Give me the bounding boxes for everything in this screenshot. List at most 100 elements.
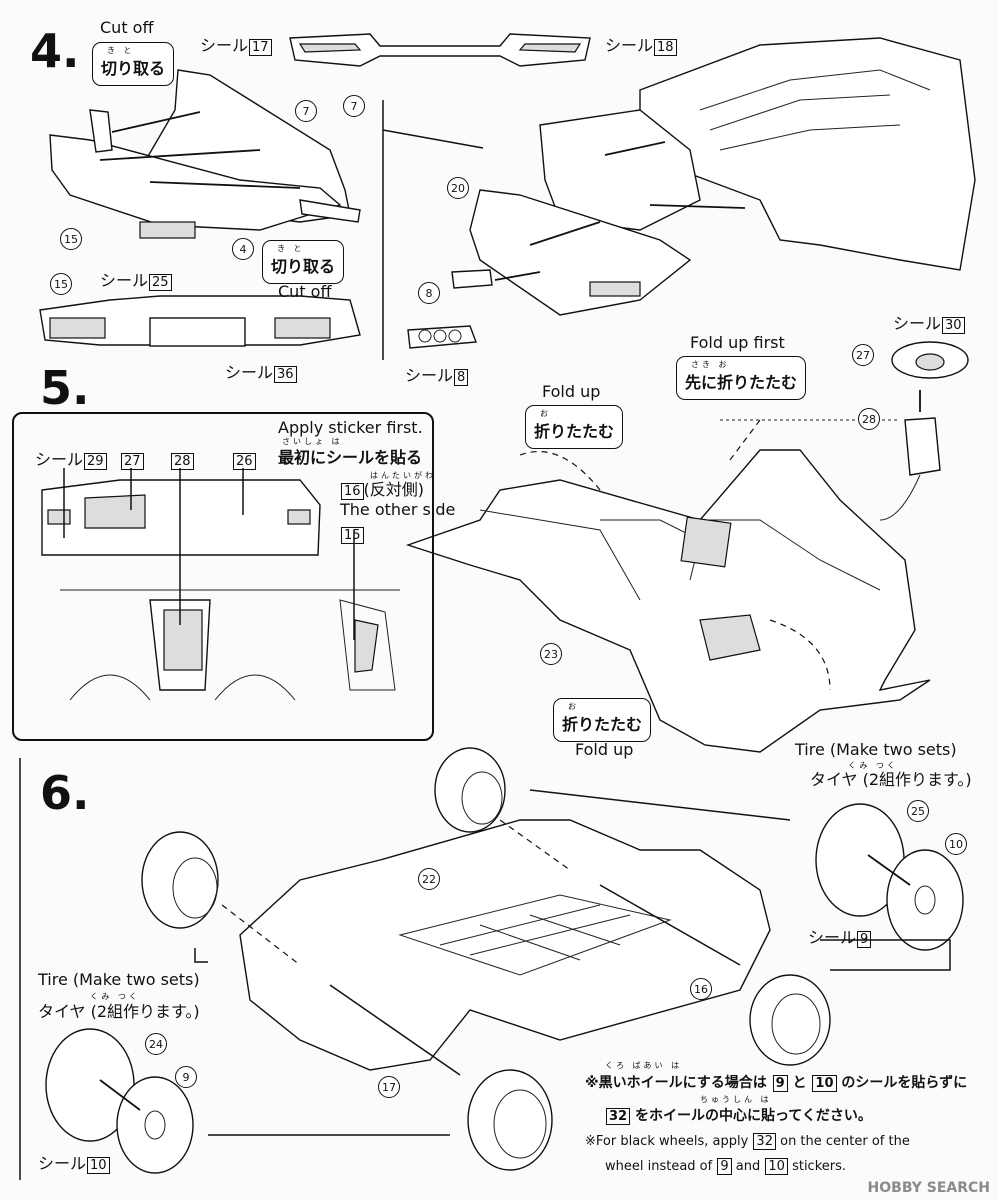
dashboard-panel-art bbox=[41, 468, 400, 701]
cut-off-label-bottom-en: Cut off bbox=[278, 282, 332, 301]
cut-off-label-top-jp: 切り取る bbox=[101, 59, 166, 78]
sticker-10-number: 10 bbox=[87, 1157, 110, 1174]
step5-inset-panel bbox=[12, 412, 434, 741]
fold-up-bubble-top: お 折りたたむ bbox=[525, 405, 624, 449]
watermark: HOBBY SEARCH bbox=[867, 1180, 990, 1196]
grille bbox=[139, 221, 196, 239]
note-jp-furigana-1: くろ ばあい は bbox=[605, 1061, 683, 1070]
part-17: 17 bbox=[378, 1076, 400, 1098]
sticker-26-label: 26 bbox=[232, 452, 256, 470]
divider-step4b bbox=[382, 129, 484, 149]
sticker-9-number: 9 bbox=[857, 931, 872, 948]
sticker-15-inset: 15 bbox=[340, 526, 364, 544]
sticker-26-number: 26 bbox=[233, 453, 256, 470]
note-en-2a: wheel instead of bbox=[605, 1159, 713, 1174]
note-en-sticker-9: 9 bbox=[717, 1158, 732, 1175]
sticker-27-label: 27 bbox=[120, 452, 144, 470]
note-jp-2: をホイールの中心に貼ってください。 bbox=[634, 1108, 872, 1124]
sticker-27-number: 27 bbox=[121, 453, 144, 470]
left-callout-frame bbox=[194, 948, 208, 963]
right-callout-frame bbox=[820, 939, 951, 971]
sticker-15-number: 15 bbox=[341, 527, 364, 544]
sticker-word: シール bbox=[225, 363, 274, 382]
sticker-28-label: 28 bbox=[170, 452, 194, 470]
tire-right-furigana: くみ つく bbox=[848, 761, 898, 770]
note-sticker-32: 32 bbox=[606, 1108, 631, 1125]
note-en-1a: ※For black wheels, apply bbox=[585, 1134, 749, 1149]
fold-up-bubble-bottom: お 折りたたむ bbox=[553, 698, 652, 742]
sticker-word: シール bbox=[405, 366, 454, 385]
note-jp-line1: ※黒いホイールにする場合は 9 と 10 のシールを貼らずに bbox=[585, 1075, 967, 1092]
note-jp-1c: のシールを貼らずに bbox=[841, 1075, 968, 1091]
note-en-line1: ※For black wheels, apply 32 on the cente… bbox=[585, 1133, 910, 1150]
sticker-18-number: 18 bbox=[654, 39, 677, 56]
part-22: 22 bbox=[418, 868, 440, 890]
fold-up-first-bubble: さき お 先に折りたたむ bbox=[676, 356, 807, 400]
note-en-sticker-32: 32 bbox=[753, 1133, 776, 1150]
sticker-29-number: 29 bbox=[84, 453, 107, 470]
tires-art bbox=[45, 747, 964, 1174]
other-side-en: The other side bbox=[340, 500, 456, 519]
note-jp-1b: と bbox=[792, 1075, 807, 1091]
step-number-5: 5. bbox=[40, 361, 90, 415]
note-en-line2: wheel instead of 9 and 10 stickers. bbox=[605, 1158, 846, 1175]
fold-jp-bottom: 折りたたむ bbox=[562, 715, 643, 734]
tire-left-jp: タイヤ (2組作ります。) bbox=[38, 1002, 200, 1021]
tire-left-furigana: くみ つく bbox=[90, 992, 140, 1001]
part-4: 4 bbox=[232, 238, 254, 260]
other-side-furigana: はんたいがわ bbox=[370, 471, 436, 480]
fold-up-first-jp: 先に折りたたむ bbox=[685, 373, 798, 392]
apply-sticker-first-jp: 最初にシールを貼る bbox=[278, 448, 423, 467]
part-15-a: 15 bbox=[60, 228, 82, 250]
tire-right-en: Tire (Make two sets) bbox=[795, 740, 957, 759]
apply-sticker-first-furigana: さいしょ は bbox=[282, 437, 343, 446]
part-23: 23 bbox=[540, 643, 562, 665]
cut-off-furigana-2: き と bbox=[277, 244, 305, 253]
sticker-25-number: 25 bbox=[149, 274, 172, 291]
fold-up-en-bottom: Fold up bbox=[575, 740, 634, 759]
fold-jp-top: 折りたたむ bbox=[534, 422, 615, 441]
part-10: 10 bbox=[945, 833, 967, 855]
part-9: 9 bbox=[175, 1066, 197, 1088]
note-en-1b: on the center of the bbox=[780, 1134, 910, 1149]
fold-up-first-en: Fold up first bbox=[690, 333, 785, 352]
part-15-b: 15 bbox=[50, 273, 72, 295]
note-sticker-10: 10 bbox=[812, 1075, 837, 1092]
part-8: 8 bbox=[418, 282, 440, 304]
spoiler-assembly-left bbox=[49, 69, 361, 239]
cut-off-label-top-en: Cut off bbox=[100, 18, 154, 37]
sticker-word: シール bbox=[35, 450, 84, 469]
apply-sticker-first-en: Apply sticker first. bbox=[278, 418, 423, 437]
sticker-17-number: 17 bbox=[249, 39, 272, 56]
rear-spoiler-view bbox=[39, 295, 361, 347]
fold-furigana: お bbox=[540, 409, 551, 418]
other-side-label: 16(反対側) bbox=[340, 482, 424, 500]
cut-off-furigana: き と bbox=[107, 46, 135, 55]
step-number-6: 6. bbox=[40, 766, 90, 820]
tire-right-jp: タイヤ (2組作ります。) bbox=[810, 770, 972, 789]
part-20: 20 bbox=[447, 177, 469, 199]
tire-left-en: Tire (Make two sets) bbox=[38, 970, 200, 989]
fold-up-first-furigana: さき お bbox=[691, 360, 730, 369]
note-en-2c: stickers. bbox=[792, 1159, 847, 1174]
cut-off-bubble-top: き と 切り取る bbox=[92, 42, 175, 86]
car-body-rear bbox=[407, 37, 976, 349]
sticker-16-number: 16 bbox=[341, 483, 364, 500]
cut-off-bubble-bottom: き と 切り取る bbox=[262, 240, 345, 284]
spoiler-top-view bbox=[289, 33, 591, 67]
chassis-art bbox=[221, 819, 771, 1076]
steering-wheel-art bbox=[879, 341, 969, 521]
step-number-4: 4. bbox=[30, 24, 80, 78]
note-en-sticker-10: 10 bbox=[765, 1158, 788, 1175]
sticker-28-number: 28 bbox=[171, 453, 194, 470]
fold-furigana-2: お bbox=[568, 702, 579, 711]
note-jp-furigana-2: ちゅうしん は bbox=[700, 1095, 772, 1104]
sticker-word: シール bbox=[605, 36, 654, 55]
